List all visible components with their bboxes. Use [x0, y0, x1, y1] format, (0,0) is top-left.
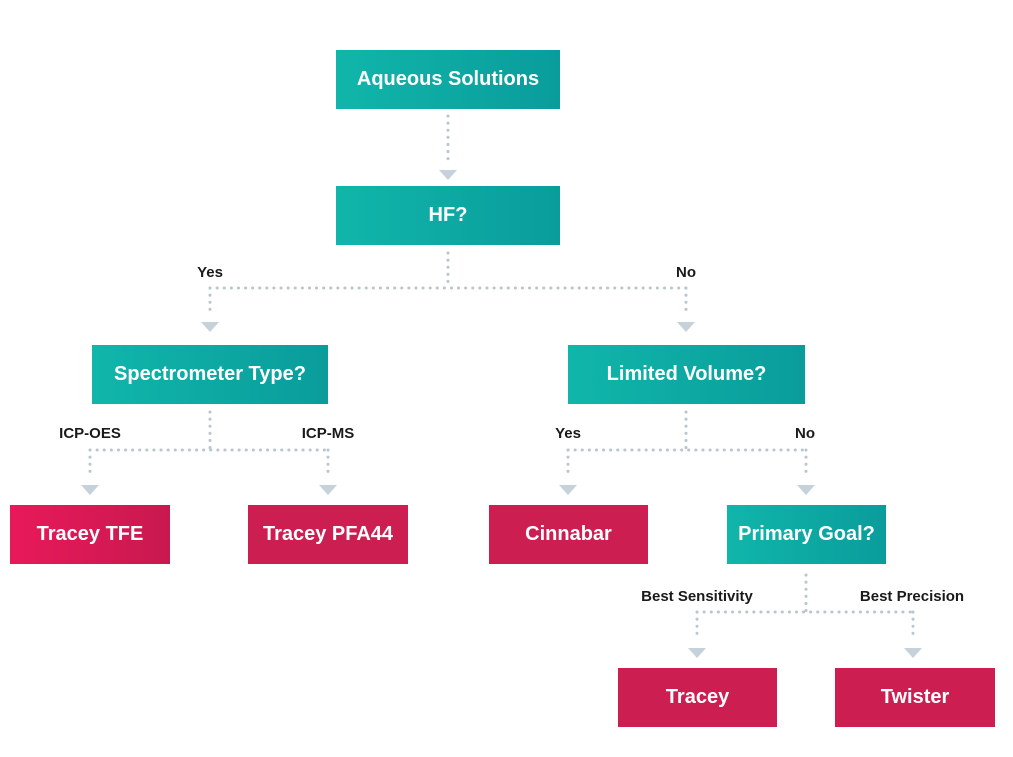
edge-label-hf-yes: Yes — [197, 264, 223, 281]
arrow-head — [797, 485, 815, 495]
connector-goal-branch — [695, 573, 915, 640]
arrow-head — [439, 170, 457, 180]
edge-label-hf-no: No — [676, 264, 696, 281]
edge-label-icp-ms: ICP-MS — [301, 425, 355, 442]
node-hf: HF? — [336, 186, 560, 245]
arrow-head — [677, 322, 695, 332]
node-tracey-tfe: Tracey TFE — [10, 505, 170, 564]
node-tracey: Tracey — [618, 668, 777, 727]
arrow-head — [904, 648, 922, 658]
node-limited-volume: Limited Volume? — [568, 345, 805, 404]
node-aqueous-solutions: Aqueous Solutions — [336, 50, 560, 109]
edge-label-volume-yes: Yes — [555, 425, 581, 442]
arrow-head — [81, 485, 99, 495]
node-spectrometer-type: Spectrometer Type? — [92, 345, 328, 404]
connector-hf-branch — [208, 251, 688, 314]
connector-volume-branch — [566, 410, 808, 477]
node-primary-goal: Primary Goal? — [727, 505, 886, 564]
arrow-head — [559, 485, 577, 495]
edge-label-icp-oes: ICP-OES — [59, 425, 121, 442]
edge-label-volume-no: No — [795, 425, 815, 442]
arrow-head — [201, 322, 219, 332]
arrow-head — [319, 485, 337, 495]
node-twister: Twister — [835, 668, 995, 727]
node-cinnabar: Cinnabar — [489, 505, 648, 564]
connector-spectrometer-branch — [88, 410, 330, 477]
edge-label-best-precision: Best Precision — [859, 588, 965, 605]
node-tracey-pfa44: Tracey PFA44 — [248, 505, 408, 564]
arrow-head — [688, 648, 706, 658]
edge-label-best-sensitivity: Best Sensitivity — [641, 588, 753, 605]
